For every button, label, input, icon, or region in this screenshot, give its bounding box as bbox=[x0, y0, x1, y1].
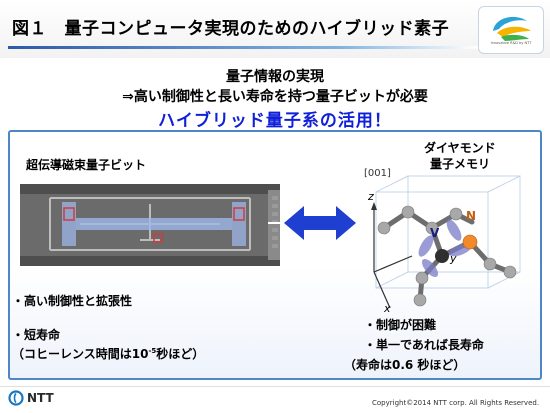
title-divider bbox=[8, 46, 478, 49]
left-bullet-1: ・高い制御性と拡張性 bbox=[12, 294, 133, 308]
right-bullet-1: ・制御が困難 bbox=[364, 318, 437, 332]
coherence-note-suffix: 秒ほど） bbox=[156, 347, 205, 361]
coherence-note-exponent: -5 bbox=[148, 347, 157, 355]
axis-direction-label: [001] bbox=[364, 168, 391, 179]
nv-center-structure bbox=[371, 175, 521, 309]
diamond-label-line1: ダイヤモンド bbox=[424, 141, 496, 155]
coherence-note-prefix: （コヒーレンス時間は10 bbox=[12, 347, 149, 361]
logo-caption: Innovative R&D by NTT bbox=[490, 41, 532, 45]
footer-divider bbox=[0, 386, 550, 387]
ntt-logo-icon bbox=[8, 390, 24, 406]
axis-x-label: x bbox=[384, 302, 391, 315]
headline-line2: ⇒高い制御性と長い寿命を持つ量子ビットが必要 bbox=[122, 89, 428, 105]
vacancy-label: V bbox=[430, 226, 440, 240]
logo bbox=[478, 6, 544, 54]
company-name: NTT bbox=[27, 391, 54, 405]
qubit-micrograph bbox=[20, 184, 280, 266]
left-bullet-2: ・短寿命 bbox=[12, 328, 61, 342]
axis-y-label: y bbox=[450, 252, 457, 265]
coherence-note: （コヒーレンス時間は10-5秒ほど） bbox=[12, 345, 204, 362]
nitrogen-label: N bbox=[466, 209, 477, 223]
right-bullet-2: ・単一であれば長寿命 bbox=[364, 338, 484, 352]
qubit-label: 超伝導磁束量子ビット bbox=[26, 158, 147, 172]
copyright-text: Copyright©2014 NTT corp. All Rights Rese… bbox=[372, 399, 540, 407]
diamond-label-line2: 量子メモリ bbox=[430, 157, 491, 171]
headline-line1: 量子情報の実現 bbox=[226, 69, 324, 85]
lifetime-note: （寿命は0.6 秒ほど） bbox=[344, 358, 466, 372]
headline-emphasis: ハイブリッド量子系の活用！ bbox=[158, 111, 392, 131]
page-title: 図１ 量子コンピュータ実現のためのハイブリッド素子 bbox=[12, 19, 450, 39]
axis-z-label: z bbox=[368, 190, 374, 203]
ntt-swirl-logo-icon bbox=[493, 16, 531, 41]
qubit-circuit-image bbox=[20, 184, 280, 266]
double-arrow-icon bbox=[284, 206, 356, 240]
